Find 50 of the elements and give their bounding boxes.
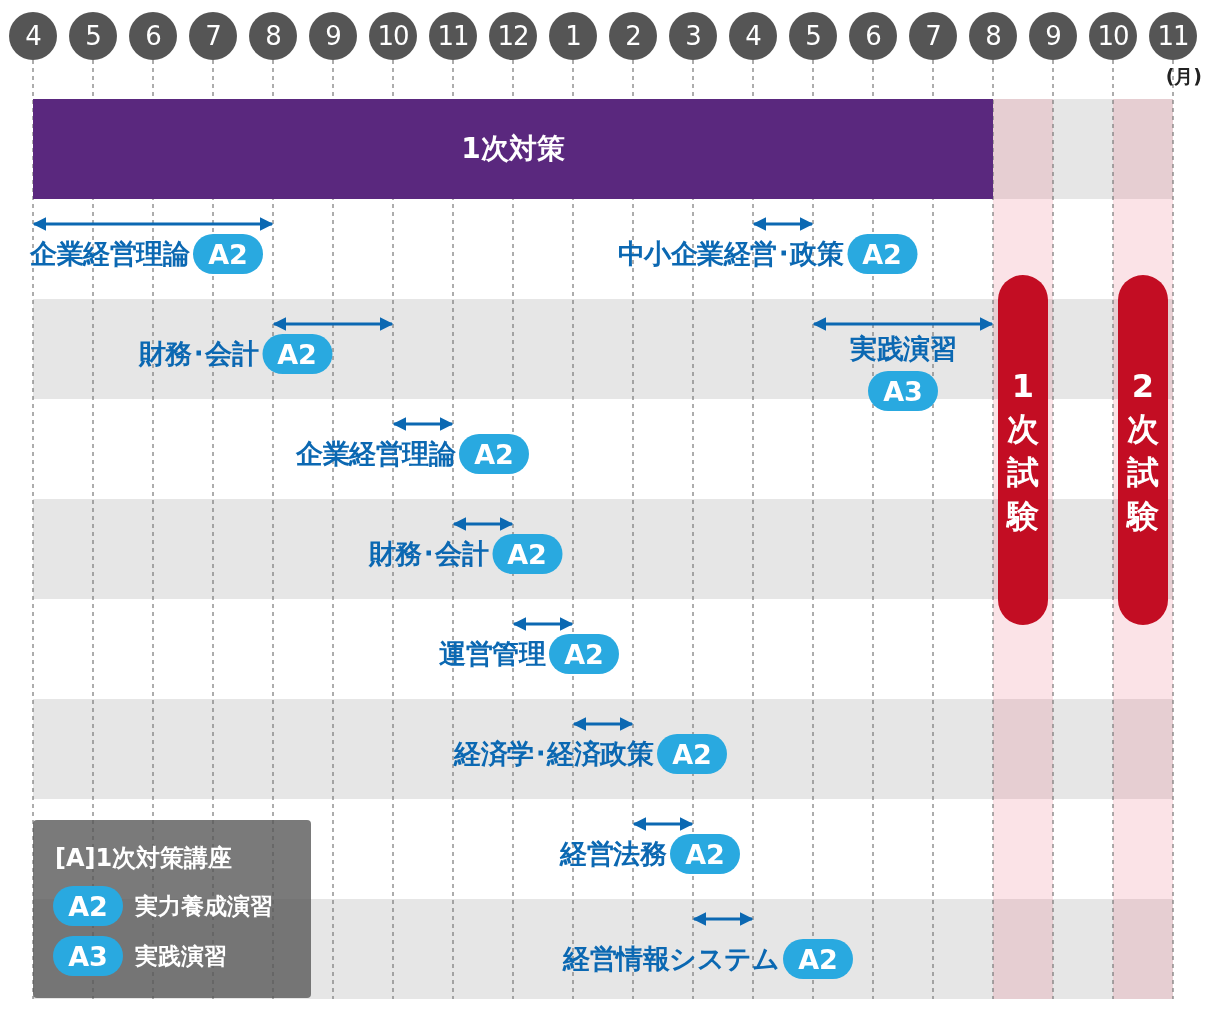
unit-label: (月) <box>1165 64 1202 89</box>
course-name: 実践演習 <box>850 332 956 366</box>
month-circle: 3 <box>669 12 717 60</box>
course-badge: A2 <box>670 834 740 874</box>
course-badge: A2 <box>847 234 917 274</box>
exam-pill: 1次試験 <box>998 275 1048 625</box>
month-circle: 6 <box>849 12 897 60</box>
course-name: 運営管理 <box>439 637 545 671</box>
month-circle: 2 <box>609 12 657 60</box>
course-name: 財務･会計 <box>138 337 258 371</box>
legend-text: 実力養成演習 <box>135 891 273 921</box>
course-name: 経営情報システム <box>563 942 779 976</box>
month-circle: 7 <box>909 12 957 60</box>
course-name: 企業経営理論 <box>30 237 189 271</box>
course-badge: A2 <box>262 334 332 374</box>
legend-panel <box>33 820 311 998</box>
legend-title: [A]1次対策講座 <box>55 843 234 874</box>
course-name: 経営法務 <box>560 837 666 871</box>
phase-bar: 1次対策 <box>33 99 993 199</box>
month-circle: 7 <box>189 12 237 60</box>
course-name: 企業経営理論 <box>296 437 455 471</box>
month-circle: 8 <box>969 12 1017 60</box>
course-name: 財務･会計 <box>368 537 488 571</box>
month-circle: 10 <box>369 12 417 60</box>
month-circle: 9 <box>1029 12 1077 60</box>
course-badge: A2 <box>193 234 263 274</box>
legend-text: 実践演習 <box>135 941 227 971</box>
month-circle: 8 <box>249 12 297 60</box>
course-name: 経済学･経済政策 <box>454 737 653 771</box>
exam-pill: 2次試験 <box>1118 275 1168 625</box>
month-circle: 5 <box>69 12 117 60</box>
course-badge: A3 <box>868 371 938 411</box>
course-badge: A2 <box>459 434 529 474</box>
course-badge: A2 <box>657 734 727 774</box>
course-badge: A2 <box>549 634 619 674</box>
course-name: 中小企業経営･政策 <box>617 237 843 271</box>
course-badge: A2 <box>492 534 562 574</box>
month-circle: 1 <box>549 12 597 60</box>
month-circle: 10 <box>1089 12 1137 60</box>
month-circle: 6 <box>129 12 177 60</box>
month-circle: 12 <box>489 12 537 60</box>
month-circle: 5 <box>789 12 837 60</box>
course-badge: A3 <box>53 936 123 976</box>
course-badge: A2 <box>53 886 123 926</box>
month-circle: 9 <box>309 12 357 60</box>
month-circle: 11 <box>1149 12 1197 60</box>
month-circle: 4 <box>729 12 777 60</box>
month-circle: 4 <box>9 12 57 60</box>
course-badge: A2 <box>783 939 853 979</box>
month-circle: 11 <box>429 12 477 60</box>
